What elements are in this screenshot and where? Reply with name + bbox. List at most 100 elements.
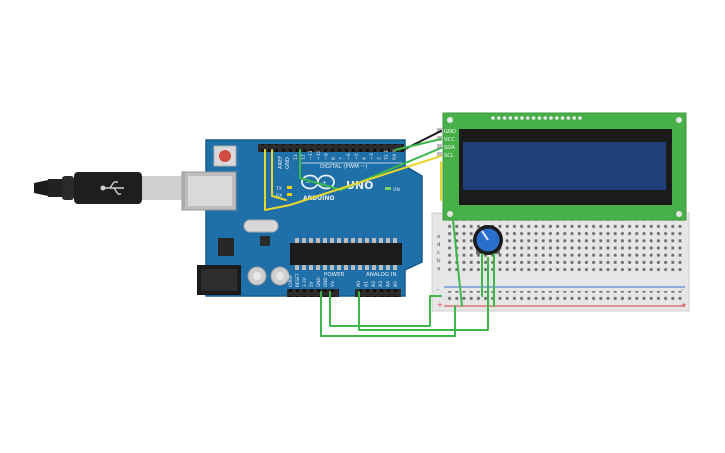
analog-pin-label: A4 bbox=[386, 281, 392, 287]
power-label: POWER bbox=[324, 272, 345, 278]
digital-header[interactable] bbox=[258, 144, 404, 152]
rail-minus-label-right: - bbox=[681, 286, 684, 294]
analog-header[interactable] bbox=[355, 289, 401, 297]
analog-label: ANALOG IN bbox=[366, 272, 397, 278]
lcd-top-pin bbox=[572, 116, 576, 120]
lcd-screen bbox=[463, 142, 666, 190]
digital-pin-label: ~6 bbox=[346, 153, 352, 160]
tx-label: TX bbox=[275, 186, 282, 192]
power-header[interactable] bbox=[287, 289, 339, 297]
wire-scl-lcd[interactable] bbox=[264, 149, 442, 211]
wires[interactable] bbox=[264, 130, 495, 337]
power-jack-inner bbox=[201, 269, 237, 291]
wire-sda-lcd[interactable] bbox=[299, 147, 442, 191]
lcd-mount-hole-2 bbox=[676, 117, 682, 123]
arduino-logo-icon bbox=[301, 174, 335, 190]
usb-port-inner bbox=[188, 176, 232, 206]
wire-lcd-rail[interactable] bbox=[452, 219, 463, 307]
usb-cable-end bbox=[34, 180, 48, 196]
lcd-top-pin bbox=[502, 116, 507, 120]
power-pin-label: RESET bbox=[295, 273, 300, 287]
usb-strain-relief bbox=[48, 179, 62, 197]
breadboard-row-letter: d bbox=[437, 242, 441, 248]
lcd-top-pin bbox=[537, 116, 542, 120]
breadboard-row-letter: c bbox=[437, 250, 440, 256]
digital-pin-label: TX 1 bbox=[384, 150, 390, 161]
logo-minus: − bbox=[305, 180, 310, 187]
board-model: UNO bbox=[346, 179, 374, 192]
wire-a0-pot[interactable] bbox=[358, 257, 489, 331]
digital-pin-label: 7 bbox=[339, 157, 345, 160]
lcd-pin-label: SCL bbox=[444, 153, 454, 159]
digital-header-label: DIGITAL (PWM ~) bbox=[320, 164, 367, 170]
lcd-top-pin bbox=[531, 116, 536, 120]
reset-button[interactable] bbox=[219, 150, 231, 162]
lcd-top-pins bbox=[491, 116, 582, 120]
digital-pin-label: ~11 bbox=[308, 150, 314, 160]
lcd-pin-label: SDA bbox=[444, 145, 455, 151]
lcd-i2c-pin[interactable] bbox=[437, 152, 443, 157]
digital-pin-label: ~3 bbox=[369, 153, 375, 160]
analog-pin-label: A3 bbox=[378, 281, 384, 287]
digital-pin-label: 8 bbox=[331, 157, 337, 160]
lcd-top-pin bbox=[520, 116, 524, 120]
rx-label: RX bbox=[276, 193, 282, 199]
breadboard-rail-holes[interactable] bbox=[444, 291, 682, 303]
lcd-top-pin bbox=[566, 116, 571, 120]
lcd-top-pin bbox=[508, 116, 513, 120]
wire-gnd-rail[interactable] bbox=[329, 291, 442, 327]
usb-connector-metal bbox=[142, 176, 182, 200]
digital-pin-label: 13 bbox=[293, 154, 299, 160]
gnd-label: GND bbox=[285, 157, 291, 169]
potentiometer[interactable] bbox=[473, 225, 503, 255]
analog-pin-label: A2 bbox=[371, 281, 377, 287]
aref-label: AREF bbox=[278, 156, 284, 169]
lcd-i2c-pin[interactable] bbox=[437, 144, 443, 149]
analog-pin-label: A1 bbox=[363, 281, 369, 287]
lcd-mount-hole-4 bbox=[676, 211, 682, 217]
lcd-top-pin bbox=[497, 116, 501, 120]
crystal-oscillator bbox=[243, 219, 279, 233]
wire-scl-arduino[interactable] bbox=[271, 149, 287, 201]
digital-pin-label: 4 bbox=[361, 157, 367, 160]
lcd-mount-hole-3 bbox=[447, 211, 453, 217]
digital-pin-label: RX 0 bbox=[392, 149, 398, 160]
capacitor-1-top bbox=[253, 272, 261, 280]
power-pin-label: GND bbox=[316, 277, 321, 287]
analog-pin-label: A5 bbox=[393, 281, 399, 287]
usb-icon bbox=[100, 181, 124, 195]
analog-pin-label: A0 bbox=[356, 281, 362, 287]
lcd-top-pin bbox=[526, 116, 530, 120]
lcd-top-pin bbox=[560, 116, 565, 120]
digital-pin-label: ~5 bbox=[354, 153, 360, 160]
atmega-chip bbox=[290, 243, 402, 265]
usb-grip-1 bbox=[62, 176, 74, 200]
rx-led bbox=[287, 193, 292, 196]
logo-plus: + bbox=[322, 180, 327, 187]
breadboard-row-letter: a bbox=[437, 266, 440, 272]
wire-5v-rail[interactable] bbox=[320, 291, 456, 337]
capacitor-2-top bbox=[276, 272, 284, 280]
on-label: ON bbox=[393, 187, 400, 193]
digital-pin-label: ~9 bbox=[323, 153, 329, 160]
digital-pin-label: 12 bbox=[301, 154, 307, 160]
atmega-pins-top bbox=[292, 238, 400, 243]
lcd-top-pin bbox=[543, 116, 547, 120]
wire-vcc-lcd[interactable] bbox=[394, 138, 442, 151]
lcd-top-pin bbox=[555, 116, 559, 120]
board-brand: ARDUINO bbox=[303, 195, 334, 202]
digital-pin-label: 2 bbox=[377, 157, 383, 160]
rail-plus-label: + bbox=[437, 301, 443, 309]
power-pin-label: Vin bbox=[330, 280, 335, 287]
rail-plus-label-right: + bbox=[681, 301, 687, 309]
lcd-pin-label: VCC bbox=[444, 137, 455, 143]
lcd-mount-hole-1 bbox=[447, 117, 453, 123]
atmega-pins-bottom bbox=[292, 265, 400, 270]
power-pin-label: 5V bbox=[309, 281, 314, 287]
